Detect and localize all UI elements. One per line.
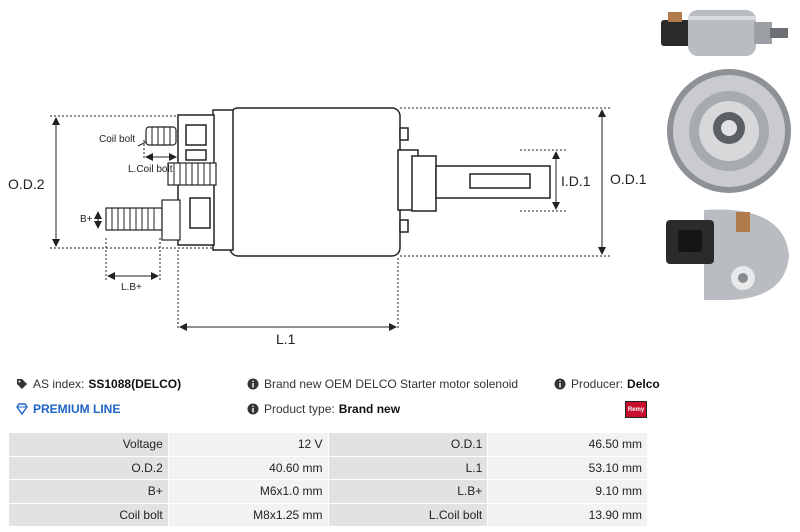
info-icon bbox=[247, 378, 259, 390]
product-type-label: Product type: bbox=[264, 402, 335, 416]
spec-value: M8x1.25 mm bbox=[167, 502, 329, 527]
tag-icon bbox=[17, 379, 27, 389]
spec-label: O.D.1 bbox=[327, 432, 489, 457]
description-text: Brand new OEM DELCO Starter motor soleno… bbox=[264, 377, 519, 391]
producer-row: Producer: Delco bbox=[554, 377, 660, 391]
solenoid-front-photo bbox=[667, 69, 791, 193]
solenoid-side-photo bbox=[661, 10, 788, 56]
id1-label: I.D.1 bbox=[561, 173, 591, 189]
spec-value: 9.10 mm bbox=[487, 479, 648, 504]
spec-label: Voltage bbox=[8, 432, 169, 457]
description-row: Brand new OEM DELCO Starter motor soleno… bbox=[247, 377, 518, 391]
product-type-value: Brand new bbox=[338, 402, 401, 416]
product-type-row: Product type: Brand new bbox=[247, 402, 400, 416]
as-index-value: SS1088(DELCO) bbox=[88, 377, 182, 391]
info-icon bbox=[247, 403, 259, 415]
spec-label: B+ bbox=[8, 479, 169, 504]
spec-value: M6x1.0 mm bbox=[167, 479, 329, 504]
producer-label: Producer: bbox=[571, 377, 624, 391]
spec-label: L.B+ bbox=[327, 479, 489, 504]
spec-label: L.Coil bolt bbox=[327, 502, 489, 527]
spec-value: 53.10 mm bbox=[487, 455, 648, 480]
coil-bolt-label: Coil bolt bbox=[99, 134, 135, 145]
solenoid-technical-drawing: O.D.2 O.D.1 I.D.1 L.1 Coil bolt L.Coil b… bbox=[8, 107, 647, 347]
spec-label: O.D.2 bbox=[8, 455, 169, 480]
producer-logo: Remy bbox=[625, 401, 647, 418]
l1-label: L.1 bbox=[276, 331, 296, 347]
diamond-icon bbox=[16, 403, 28, 415]
solenoid-rear-photo bbox=[666, 209, 789, 300]
od1-label: O.D.1 bbox=[610, 171, 647, 187]
spec-value: 12 V bbox=[167, 432, 329, 457]
spec-value: 46.50 mm bbox=[487, 432, 648, 457]
spec-label: L.1 bbox=[327, 455, 489, 480]
as-index-label: AS index: bbox=[33, 377, 85, 391]
premium-line-label: PREMIUM LINE bbox=[33, 402, 121, 416]
spec-label: Coil bolt bbox=[8, 502, 169, 527]
lb-plus-label: L.B+ bbox=[121, 282, 142, 293]
b-plus-label: B+ bbox=[80, 214, 93, 225]
l-coil-bolt-label: L.Coil bolt bbox=[128, 164, 173, 175]
od2-label: O.D.2 bbox=[8, 176, 45, 192]
producer-value: Delco bbox=[627, 377, 660, 391]
spec-value: 13.90 mm bbox=[487, 502, 648, 527]
solenoid-body bbox=[229, 107, 401, 257]
as-index-row: AS index: SS1088(DELCO) bbox=[16, 377, 181, 391]
info-icon bbox=[554, 378, 566, 390]
premium-line-row: PREMIUM LINE bbox=[16, 402, 120, 416]
spec-value: 40.60 mm bbox=[167, 455, 329, 480]
